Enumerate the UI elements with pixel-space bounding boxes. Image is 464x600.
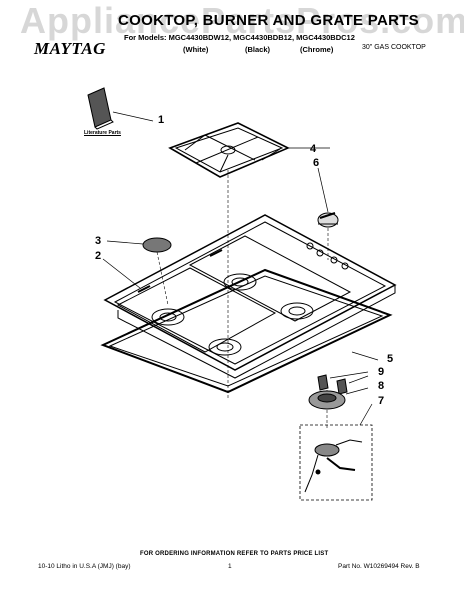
product-type: 30" GAS COOKTOP	[362, 44, 426, 51]
variant-chrome: (Chrome)	[300, 45, 334, 54]
literature-parts-label: Literature Parts	[84, 130, 121, 136]
cooktop	[103, 214, 397, 379]
burner-cap	[142, 237, 172, 253]
callout-6: 6	[313, 157, 320, 169]
callout-2: 2	[95, 250, 102, 262]
part-number: Part No. W10269494 Rev. B	[338, 563, 420, 570]
print-info: 10-10 Litho in U.S.A (JMJ) (bay)	[38, 563, 131, 570]
callout-7: 7	[378, 395, 385, 407]
callout-1: 1	[158, 114, 165, 126]
variant-white: (White)	[183, 45, 209, 54]
page-title: COOKTOP, BURNER AND GRATE PARTS	[118, 12, 419, 29]
burner-base	[308, 390, 346, 410]
brand-logo: MAYTAG	[34, 39, 106, 58]
gasket	[100, 268, 393, 394]
models-line: For Models: MGC4430BDW12, MGC4430BDB12, …	[124, 33, 355, 42]
callout-3: 3	[95, 235, 102, 247]
grate	[168, 122, 290, 178]
callout-4: 4	[310, 143, 317, 155]
knob	[317, 212, 339, 228]
page-number: 1	[228, 563, 232, 570]
variant-black: (Black)	[245, 45, 271, 54]
callout-8: 8	[378, 380, 385, 392]
watermark: AppliancePartsPros.com	[20, 0, 464, 41]
ordering-info: FOR ORDERING INFORMATION REFER TO PARTS …	[140, 551, 329, 557]
callout-9: 9	[378, 366, 385, 378]
callout-5: 5	[387, 353, 394, 365]
screws	[317, 374, 348, 395]
valve-assembly	[299, 424, 373, 501]
literature-booklet	[87, 87, 114, 130]
